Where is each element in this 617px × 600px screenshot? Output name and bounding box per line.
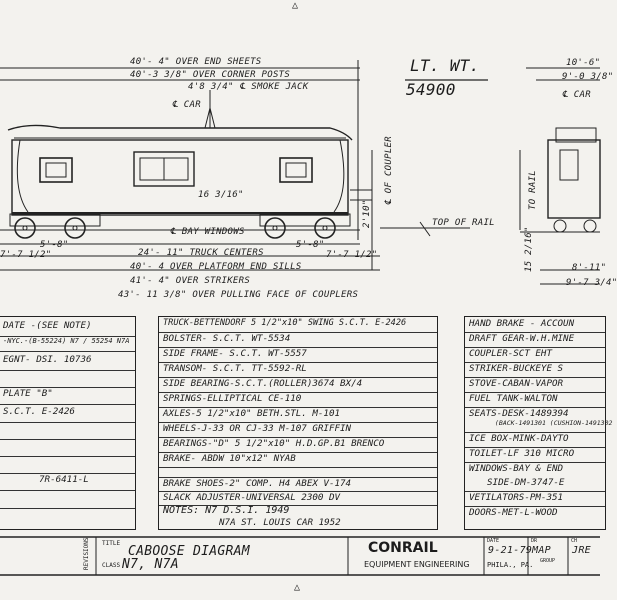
dim-car-centerline: ℄ CAR bbox=[172, 100, 201, 110]
table-row: EGNT- DSI. 10736 bbox=[0, 351, 135, 371]
top-center-mark: △ bbox=[292, 0, 299, 11]
weight-label: LT. WT. bbox=[410, 56, 480, 75]
table-row: FUEL TANK-WALTON bbox=[465, 392, 605, 408]
middle-spec-table: TRUCK-BETTENDORF 5 1/2"x10" SWING S.C.T.… bbox=[158, 316, 438, 530]
table-row: WINDOWS-BAY & END bbox=[469, 463, 564, 474]
date-value: 9-21-79 bbox=[488, 545, 533, 556]
dim-7-7-right: 7'-7 1/2" bbox=[326, 250, 378, 260]
company-name: CONRAIL bbox=[368, 540, 438, 556]
table-row bbox=[0, 437, 135, 457]
dr-label: DR bbox=[531, 538, 538, 544]
table-row: COUPLER-SCT EHT bbox=[465, 347, 605, 363]
table-row: BOLSTER- S.C.T. WT-5534 bbox=[159, 332, 437, 348]
dim-over-end-sheets: 40'- 4" OVER END SHEETS bbox=[130, 57, 262, 67]
end-dim-15: 15 2/16" bbox=[524, 226, 534, 272]
table-row bbox=[159, 467, 437, 478]
end-dim-car-centerline: ℄ CAR bbox=[562, 90, 591, 100]
table-row: SPRINGS-ELLIPTICAL CE-110 bbox=[159, 392, 437, 408]
dim-5-8-left: 5'-8" bbox=[40, 240, 69, 250]
table-row: SEATS-DESK-1489394 bbox=[469, 408, 569, 419]
table-row: SIDE-DM-3747-E bbox=[465, 476, 605, 492]
table-row: BRAKE SHOES-2" COMP. H4 ABEX V-174 bbox=[159, 477, 437, 492]
dim-16: 16 3/16" bbox=[198, 190, 244, 200]
table-row: S.C.T. E-2426 bbox=[0, 403, 135, 423]
class-label: CLASS bbox=[102, 562, 121, 569]
dim-over-corner-posts: 40'-3 3/8" OVER CORNER POSTS bbox=[130, 70, 291, 80]
dim-bay-windows: ℄ BAY WINDOWS bbox=[170, 227, 245, 237]
dr-value: MAP bbox=[532, 545, 551, 556]
group-label: GROUP bbox=[540, 558, 556, 564]
dim-coupler-centerline: ℄ OF COUPLER bbox=[384, 136, 394, 205]
table-row bbox=[0, 507, 135, 526]
revisions-label: REVISIONS bbox=[83, 537, 90, 570]
table-row: VETILATORS-PM-351 bbox=[465, 491, 605, 507]
table-row bbox=[0, 368, 135, 388]
table-row: BRAKE- ABDW 10"x12" NYAB bbox=[159, 452, 437, 468]
dim-top-of-rail: TOP OF RAIL bbox=[432, 218, 495, 228]
dim-over-strikers: 41'- 4" OVER STRIKERS bbox=[130, 276, 251, 286]
bottom-center-mark: △ bbox=[294, 582, 301, 593]
end-dim-1: 10'-6" bbox=[566, 58, 601, 68]
table-row: STRIKER-BUCKEYE S bbox=[465, 362, 605, 378]
table-row: -NYC.-(B-55224) N7 / 55254 N7A bbox=[0, 333, 135, 352]
dim-height-2-10: 2'10" bbox=[362, 199, 372, 228]
table-row: DATE -(SEE NOTE) bbox=[0, 317, 135, 337]
title-label: TITLE bbox=[102, 540, 121, 547]
place-value: PHILA., PA. bbox=[487, 561, 534, 569]
table-row: BEARINGS-"D" 5 1/2"x10" H.D.GP.B1 BRENCO bbox=[159, 437, 437, 453]
class-value: N7, N7A bbox=[122, 557, 179, 572]
right-spec-table: HAND BRAKE - ACCOUN DRAFT GEAR-W.H.MINE … bbox=[464, 316, 612, 530]
ch-value: JRE bbox=[572, 545, 591, 556]
table-row: NOTES: N7 D.S.I. 1949 bbox=[163, 505, 290, 516]
dim-platform-end-sills: 40'- 4 OVER PLATFORM END SILLS bbox=[130, 262, 302, 272]
table-row: SIDE BEARING-S.C.T.(ROLLER)3674 BX/4 bbox=[159, 377, 437, 393]
end-dim-2: 9'-0 3/8" bbox=[562, 72, 614, 82]
table-row: TRANSOM- S.C.T. TT-5592-RL bbox=[159, 362, 437, 378]
table-row: TOILET-LF 310 MICRO bbox=[465, 447, 605, 463]
table-row: SLACK ADJUSTER-UNIVERSAL 2300 DV bbox=[159, 491, 437, 506]
table-row bbox=[0, 471, 135, 491]
date-label: DATE bbox=[487, 538, 500, 544]
end-dim-to-rail: TO RAIL bbox=[528, 169, 538, 210]
dim-truck-centers: 24'- 11" TRUCK CENTERS bbox=[138, 248, 264, 258]
left-spec-table: DATE -(SEE NOTE) -NYC.-(B-55224) N7 / 55… bbox=[0, 316, 136, 530]
table-row: AXLES-5 1/2"x10" BETH.STL. M-101 bbox=[159, 407, 437, 423]
ch-label: CH bbox=[571, 538, 578, 544]
table-row: ICE BOX-MINK-DAYTO bbox=[465, 432, 605, 448]
table-row: N7A ST. LOUIS CAR 1952 bbox=[219, 517, 341, 528]
table-row: DOORS-MET-L-WOOD bbox=[469, 507, 558, 518]
end-dim-9-7: 9'-7 3/4" bbox=[566, 278, 617, 288]
table-row: SIDE FRAME- S.C.T. WT-5557 bbox=[159, 347, 437, 363]
table-row: WHEELS-J-33 OR CJ-33 M-107 GRIFFIN bbox=[159, 422, 437, 438]
table-row: HAND BRAKE - ACCOUN bbox=[465, 317, 605, 333]
dim-7-7-left: 7'-7 1/2" bbox=[0, 250, 52, 260]
dim-smoke-jack: 4'8 3/4" ℄ SMOKE JACK bbox=[188, 82, 309, 92]
drawing-title: CABOOSE DIAGRAM bbox=[128, 544, 250, 559]
dim-5-8-right: 5'-8" bbox=[296, 240, 325, 250]
drawing-linework bbox=[0, 60, 601, 576]
table-row bbox=[0, 420, 135, 440]
table-row: PLATE "B" bbox=[0, 385, 135, 405]
department: EQUIPMENT ENGINEERING bbox=[364, 560, 470, 569]
table-row: DRAFT GEAR-W.H.MINE bbox=[465, 332, 605, 348]
table-row: (BACK-1491301 (CUSHION-1491302 bbox=[465, 419, 612, 433]
table-row: 7R-6411-L bbox=[39, 474, 89, 485]
table-row: TRUCK-BETTENDORF 5 1/2"x10" SWING S.C.T.… bbox=[159, 317, 437, 333]
end-dim-8-11: 8'-11" bbox=[572, 263, 607, 273]
table-row bbox=[0, 489, 135, 509]
dim-pulling-face: 43'- 11 3/8" OVER PULLING FACE OF COUPLE… bbox=[118, 290, 359, 300]
table-row: STOVE-CABAN-VAPOR bbox=[465, 377, 605, 393]
table-row bbox=[0, 454, 135, 474]
weight-value: 54900 bbox=[406, 80, 456, 99]
